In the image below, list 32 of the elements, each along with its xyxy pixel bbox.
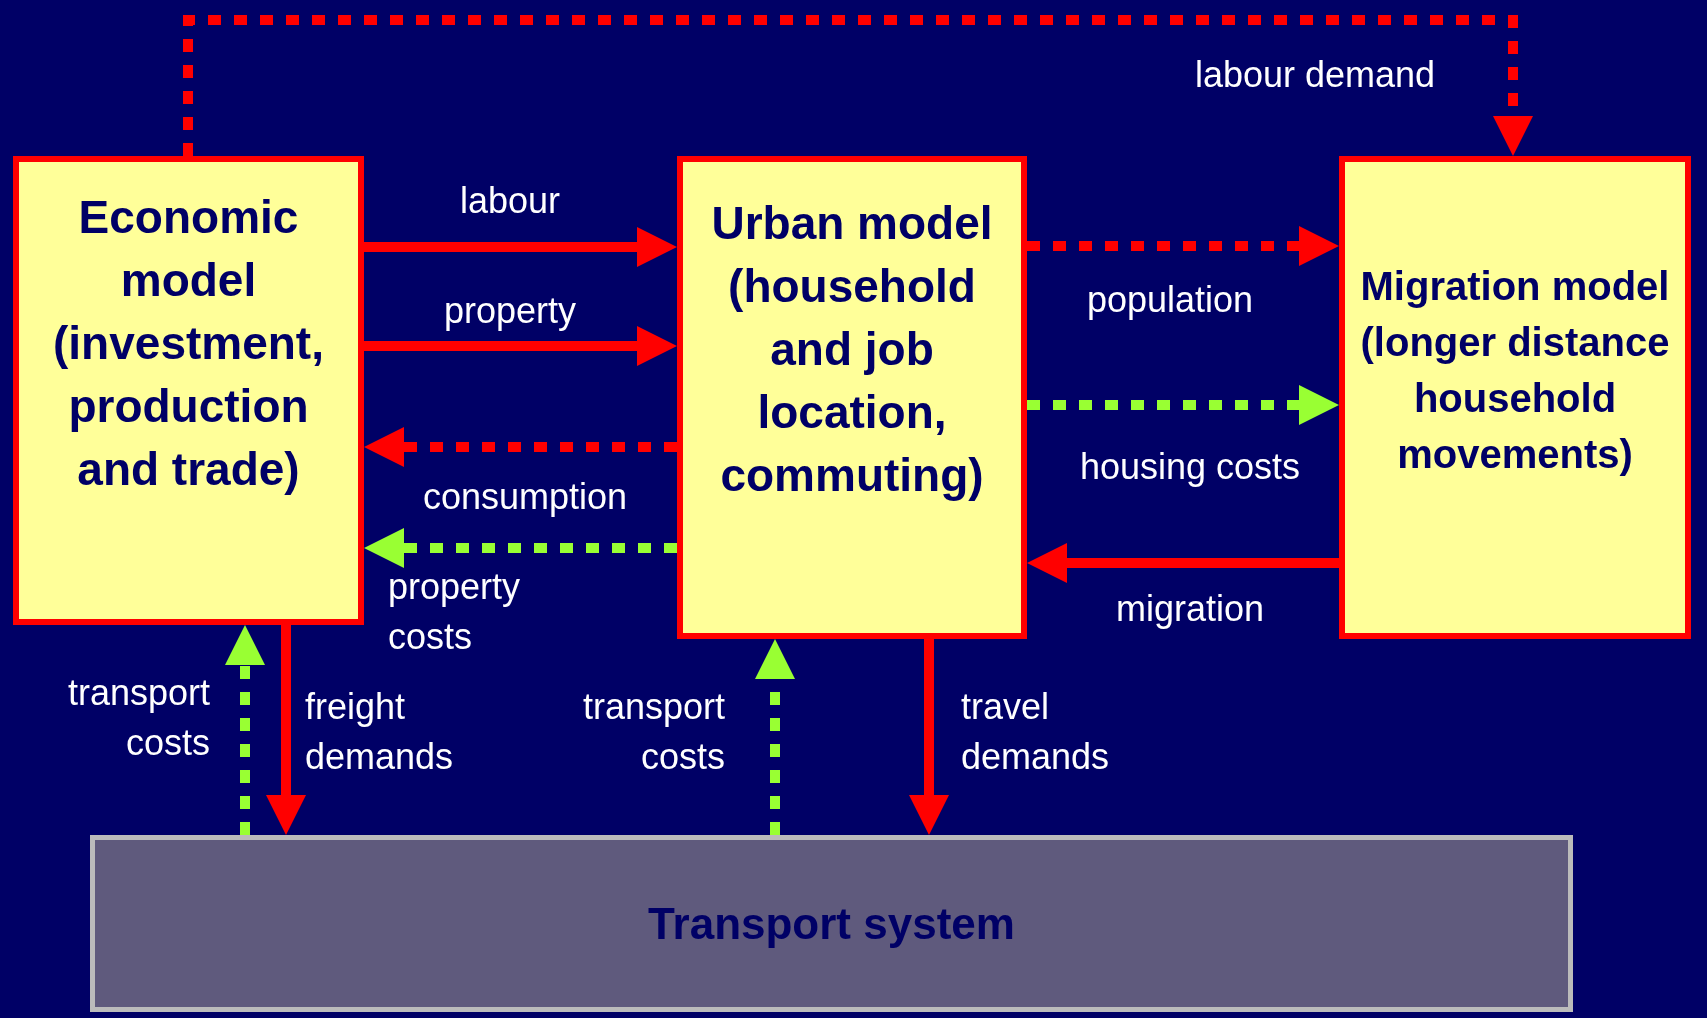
- box-title: Migration model (longer distance household movements): [1359, 263, 1671, 478]
- system-box: [90, 835, 1573, 1012]
- edge-label: population: [1085, 278, 1255, 322]
- box-title: Transport system: [648, 897, 1015, 950]
- arrow: [364, 326, 677, 366]
- edge-label: freight demands: [305, 685, 455, 779]
- arrow: [266, 625, 306, 835]
- arrow: [225, 625, 265, 835]
- arrow: [364, 227, 677, 267]
- arrow: [183, 15, 1533, 156]
- edge-label: property: [442, 289, 578, 333]
- edge-label: labour: [458, 179, 562, 223]
- model-box: [677, 156, 1027, 639]
- box-title: Economic model (investment, production and trade): [52, 190, 325, 497]
- edge-label: migration: [1114, 587, 1266, 631]
- arrow: [1027, 226, 1339, 266]
- arrow: [364, 528, 677, 568]
- box-title: Urban model (household and job location, commuting): [710, 196, 994, 503]
- edge-label: labour demand: [1193, 53, 1437, 97]
- arrow: [755, 639, 795, 835]
- arrow: [1027, 385, 1339, 425]
- edge-label: consumption: [421, 475, 629, 519]
- arrow: [364, 427, 677, 467]
- edge-label: property costs: [388, 565, 522, 659]
- arrow: [909, 639, 949, 835]
- edge-label: transport costs: [581, 685, 725, 779]
- edge-label: travel demands: [961, 685, 1111, 779]
- edge-label: transport costs: [66, 671, 210, 765]
- model-box: [13, 156, 364, 625]
- edge-label: housing costs: [1078, 445, 1302, 489]
- arrow: [1027, 543, 1339, 583]
- model-box: [1339, 156, 1691, 639]
